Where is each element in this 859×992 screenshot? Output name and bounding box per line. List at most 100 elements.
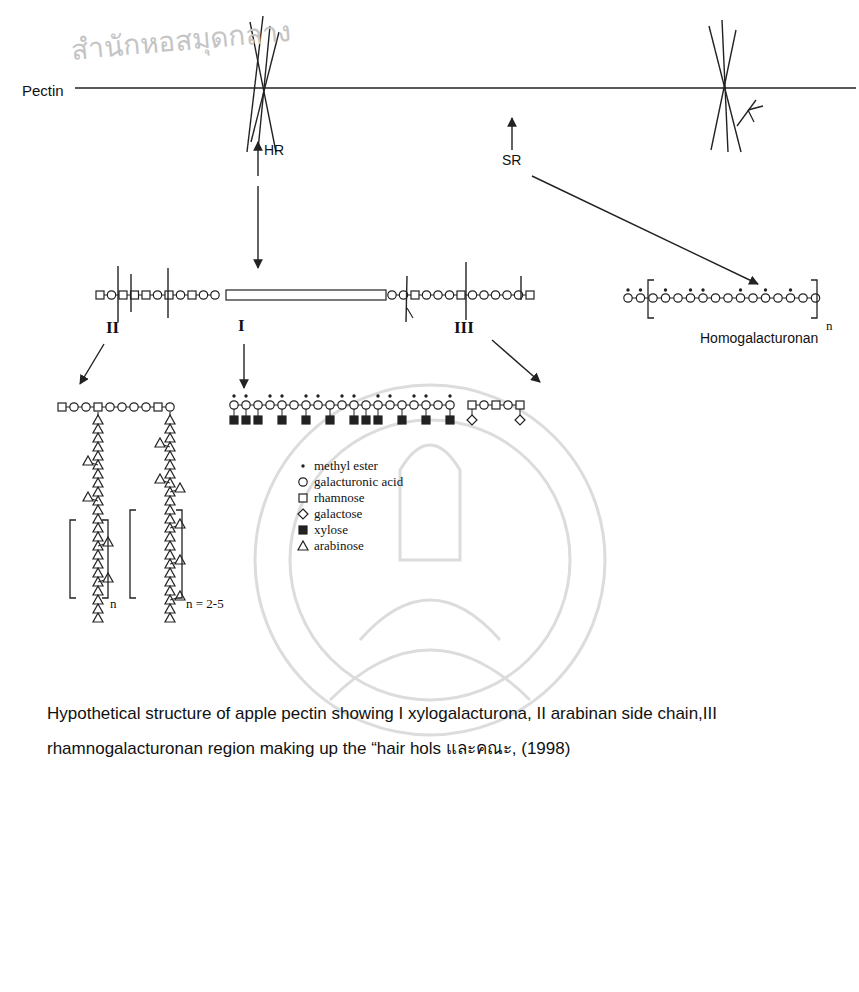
methyl-ester-dot xyxy=(340,394,343,397)
methyl-ester-dot xyxy=(388,394,391,397)
arabinose-symbol xyxy=(165,613,175,622)
repeat-bracket xyxy=(811,280,817,318)
galacturonic-acid-symbol xyxy=(278,401,286,409)
arabinose-symbol xyxy=(165,433,175,442)
arabinose-symbol xyxy=(93,451,103,460)
arabinose-symbol xyxy=(93,532,103,541)
arabinose-symbol xyxy=(83,492,93,501)
galacturonic-acid-symbol xyxy=(82,403,90,411)
legend-entry: galactose xyxy=(314,506,362,522)
repeat-count: n = 2-5 xyxy=(186,596,224,612)
galactose-symbol xyxy=(298,509,308,519)
arabinose-symbol xyxy=(165,469,175,478)
galacturonic-acid-symbol xyxy=(445,291,453,299)
rhamnose-symbol xyxy=(411,291,419,299)
methyl-ester-dot xyxy=(689,288,692,291)
pointer-arrow xyxy=(243,344,244,388)
galacturonic-acid-symbol xyxy=(434,291,442,299)
galacturonic-acid-symbol xyxy=(338,401,346,409)
xylose-symbol xyxy=(362,416,370,424)
galacturonic-acid-symbol xyxy=(491,291,499,299)
side-chain-stroke xyxy=(167,268,168,318)
arabinose-symbol xyxy=(93,469,103,478)
galacturonic-acid-symbol xyxy=(118,403,126,411)
side-chain-stroke xyxy=(130,274,131,312)
galacturonic-acid-symbol xyxy=(362,401,370,409)
galacturonic-acid-symbol xyxy=(480,291,488,299)
rhamnose-symbol xyxy=(188,291,196,299)
arabinose-symbol xyxy=(83,456,93,465)
methyl-ester-dot xyxy=(639,288,642,291)
pointer-arrow xyxy=(492,340,540,382)
methyl-ester-dot xyxy=(424,394,427,397)
galacturonic-acid-symbol xyxy=(374,401,382,409)
arabinose-symbol xyxy=(165,424,175,433)
rhamnose-symbol xyxy=(142,291,150,299)
methyl-ester-dot xyxy=(764,288,767,291)
galacturonic-acid-symbol xyxy=(242,401,250,409)
methyl-ester-dot xyxy=(301,464,304,467)
arabinose-symbol xyxy=(93,487,103,496)
galacturonic-acid-symbol xyxy=(686,294,694,302)
rhamnose-symbol xyxy=(154,403,162,411)
galacturonic-acid-symbol xyxy=(314,401,322,409)
arabinose-symbol xyxy=(93,442,103,451)
repeat-bracket xyxy=(102,520,108,598)
xylose-link xyxy=(246,409,247,416)
arabinose-symbol xyxy=(165,460,175,469)
rhamnose-symbol xyxy=(94,403,102,411)
galacturonic-acid-symbol xyxy=(410,401,418,409)
galacturonic-acid-symbol xyxy=(350,401,358,409)
methyl-ester-dot xyxy=(244,394,247,397)
galacturonic-acid-symbol xyxy=(290,401,298,409)
structure-name: Homogalacturonan xyxy=(700,330,818,347)
hairy-region-branch xyxy=(737,100,756,126)
hairy-region-strand xyxy=(722,20,728,152)
xylose-link xyxy=(426,409,427,416)
arabinose-symbol xyxy=(175,555,185,564)
arabinose-symbol xyxy=(93,550,103,559)
xylose-symbol xyxy=(299,526,307,534)
figure-caption: Hypothetical structure of apple pectin s… xyxy=(47,696,837,766)
xylose-link xyxy=(366,409,367,416)
galacturonic-acid-symbol xyxy=(386,401,394,409)
region-label: HR xyxy=(264,142,284,159)
methyl-ester-dot xyxy=(280,394,283,397)
arabinose-symbol xyxy=(93,595,103,604)
region-number: I xyxy=(238,316,245,336)
rhamnose-symbol xyxy=(492,401,500,409)
xylose-symbol xyxy=(278,416,286,424)
xylose-symbol xyxy=(302,416,310,424)
arabinose-symbol xyxy=(165,577,175,586)
xylose-symbol xyxy=(422,416,430,424)
side-chain-stroke xyxy=(407,308,413,318)
galactose-link xyxy=(472,409,473,415)
galacturonic-acid-symbol xyxy=(422,401,430,409)
arabinose-symbol xyxy=(165,568,175,577)
xylose-link xyxy=(354,409,355,416)
galacturonic-acid-symbol xyxy=(480,401,488,409)
xylose-symbol xyxy=(242,416,250,424)
galacturonic-acid-symbol xyxy=(811,294,819,302)
galacturonic-acid-symbol xyxy=(153,291,161,299)
arabinose-symbol xyxy=(93,523,103,532)
xylose-symbol xyxy=(230,416,238,424)
xylose-symbol xyxy=(374,416,382,424)
arabinose-symbol xyxy=(298,541,308,550)
rhamnose-symbol xyxy=(526,291,534,299)
arabinose-symbol xyxy=(165,532,175,541)
xylose-link xyxy=(450,409,451,416)
methyl-ester-dot xyxy=(376,394,379,397)
arabinose-symbol xyxy=(175,483,185,492)
galacturonic-acid-symbol xyxy=(799,294,807,302)
watermark-text: สำนักหอสมุดกลาง xyxy=(70,15,293,68)
galacturonic-acid-symbol xyxy=(711,294,719,302)
galacturonic-acid-symbol xyxy=(699,294,707,302)
arabinose-symbol xyxy=(165,496,175,505)
rhamnose-symbol xyxy=(516,401,524,409)
legend-entry: methyl ester xyxy=(314,458,378,474)
methyl-ester-dot xyxy=(304,394,307,397)
methyl-ester-dot xyxy=(352,394,355,397)
